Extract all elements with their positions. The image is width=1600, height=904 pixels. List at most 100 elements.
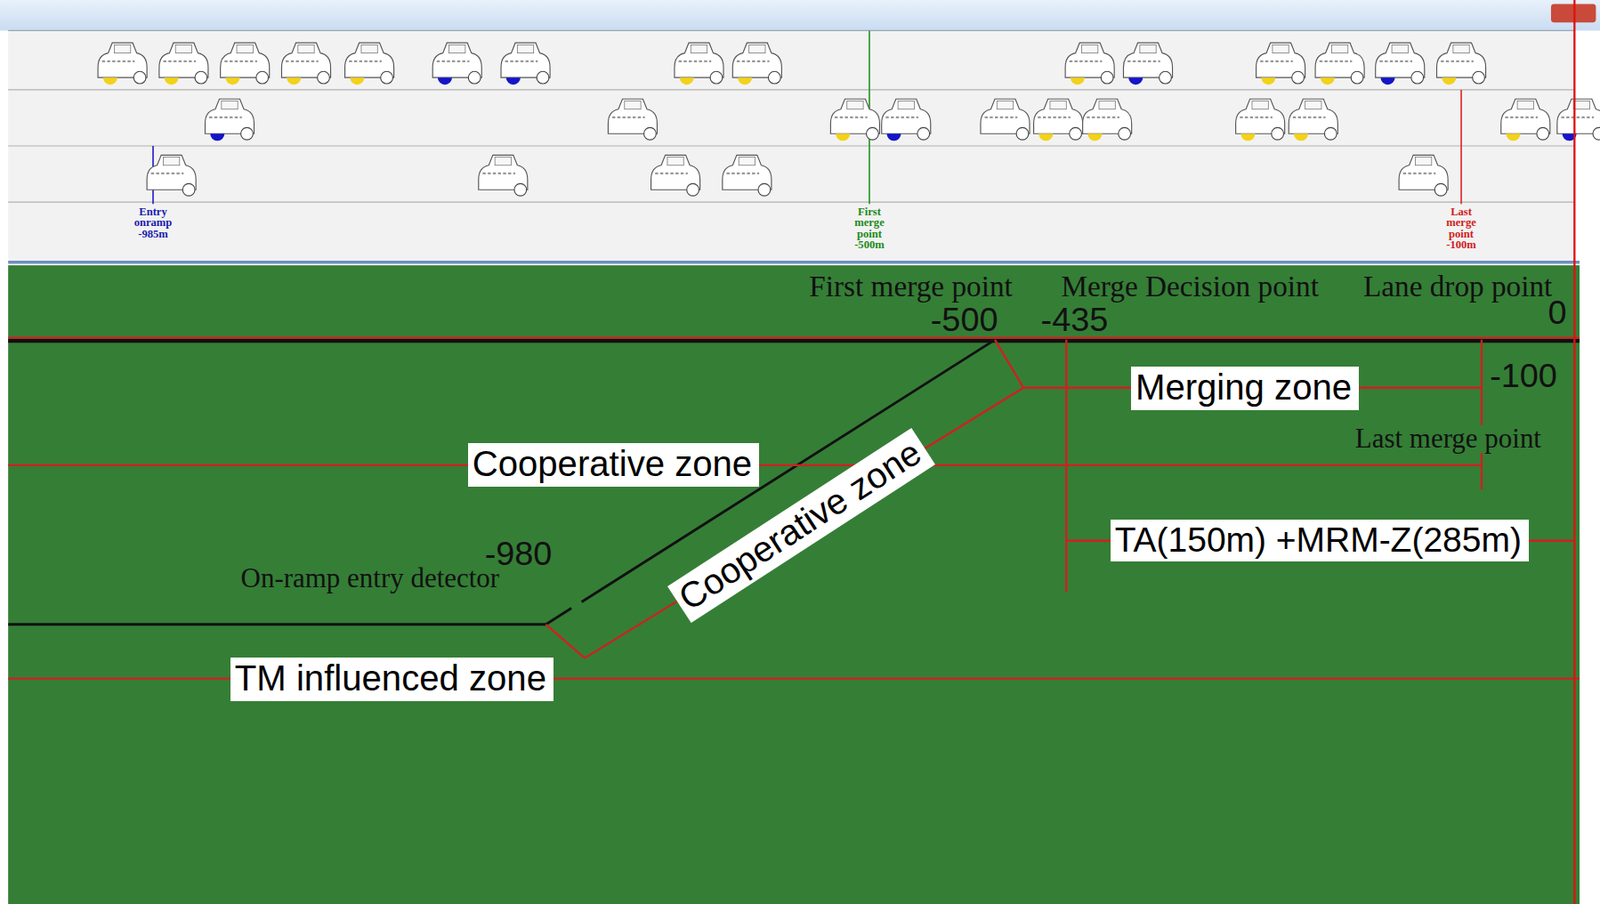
vehicle-wheel xyxy=(710,71,723,84)
green-ground xyxy=(8,265,1580,904)
vehicle-wheel xyxy=(380,71,394,84)
diagram-label: 0 xyxy=(1548,296,1568,331)
vehicle-wheel xyxy=(1350,71,1364,84)
vehicle-status xyxy=(835,133,850,141)
vehicle-icon xyxy=(1123,42,1172,85)
zone-label-box: Merging zone xyxy=(1131,366,1359,411)
vehicle-wheel xyxy=(866,127,880,140)
vehicle-wheel xyxy=(133,71,146,84)
diagram-label: -435 xyxy=(1041,303,1109,338)
vehicle-window xyxy=(749,44,766,53)
vehicle-window xyxy=(175,44,192,53)
zone-label-box: TM influenced zone xyxy=(230,657,554,702)
vehicle-wheel xyxy=(256,71,269,84)
vehicle-icon xyxy=(881,98,931,141)
vehicle-detail xyxy=(1239,116,1273,119)
vehicle-icon xyxy=(980,98,1030,140)
vehicle-detail xyxy=(834,116,868,119)
zone-line xyxy=(1065,339,1067,592)
vehicle-icon xyxy=(607,98,657,140)
vehicle-status xyxy=(210,133,225,141)
vehicle-wheel xyxy=(1536,127,1550,140)
vehicle-icon xyxy=(1288,98,1338,141)
vehicle-wheel xyxy=(917,127,930,140)
vehicle-status xyxy=(737,77,752,85)
vehicle-wheel xyxy=(1069,127,1083,140)
vehicle-window xyxy=(162,157,179,166)
vehicle-window xyxy=(1573,101,1590,110)
vehicle-wheel xyxy=(514,183,527,196)
vehicle-window xyxy=(221,101,238,110)
simulation-strip xyxy=(8,30,1575,263)
vehicle-detail xyxy=(209,116,243,119)
vehicle-detail xyxy=(436,60,470,63)
diagram-label: Last merge point xyxy=(1355,425,1542,453)
vehicle-detail xyxy=(1440,60,1474,63)
marker-label: Entry onramp -985m xyxy=(134,206,173,241)
vehicle-icon xyxy=(345,42,395,85)
diagram-label: On-ramp entry detector xyxy=(241,565,501,593)
vehicle-window xyxy=(624,101,641,110)
vehicle-window xyxy=(298,44,315,53)
vehicle-window xyxy=(1252,101,1269,110)
vehicle-wheel xyxy=(317,71,331,84)
vehicle-icon xyxy=(1065,42,1115,85)
vehicle-detail xyxy=(678,60,712,63)
vehicle-icon xyxy=(97,42,147,85)
vehicle-window xyxy=(1139,44,1156,53)
vehicle-window xyxy=(236,44,253,53)
vehicle-icon xyxy=(1082,98,1132,141)
frame-line xyxy=(8,260,1580,264)
vehicle-icon xyxy=(146,154,196,196)
vehicle-status xyxy=(679,77,695,85)
vehicle-detail xyxy=(985,116,1019,119)
vehicle-detail xyxy=(348,60,382,63)
zone-bracket xyxy=(545,624,585,659)
vehicle-status xyxy=(506,77,521,85)
vehicle-wheel xyxy=(1016,127,1029,140)
vehicle-detail xyxy=(1379,60,1413,63)
vehicle-window xyxy=(1517,101,1534,110)
vehicle-detail xyxy=(1069,60,1103,63)
vehicle-wheel xyxy=(194,71,208,84)
vehicle-icon xyxy=(478,154,528,196)
vehicle-status xyxy=(1260,77,1276,85)
vehicle-window xyxy=(738,157,755,166)
marker-label: First merge point -500m xyxy=(854,206,885,251)
vehicle-icon xyxy=(1398,154,1448,196)
vehicle-window xyxy=(690,44,707,53)
last-merge-marker xyxy=(1460,89,1463,204)
vehicle-icon xyxy=(1315,42,1365,85)
vehicle-detail xyxy=(612,116,646,119)
vehicle-window xyxy=(517,44,534,53)
vehicle-status xyxy=(349,77,364,85)
ramp-edge xyxy=(545,607,572,624)
vehicle-detail xyxy=(736,60,770,63)
lane-line xyxy=(8,88,1575,90)
marker-label: Last merge point -100m xyxy=(1446,206,1477,251)
vehicle-detail xyxy=(102,60,136,63)
vehicle-window xyxy=(1414,157,1431,166)
lane-line xyxy=(8,201,1575,203)
vehicle-window xyxy=(361,44,378,53)
vehicle-window xyxy=(1305,101,1322,110)
zone-name: Cooperative zone xyxy=(472,444,755,485)
vehicle-window xyxy=(1391,44,1408,53)
vehicle-icon xyxy=(204,98,254,141)
vehicle-wheel xyxy=(1292,71,1305,84)
vehicle-wheel xyxy=(1118,127,1132,140)
vehicle-window xyxy=(1050,101,1067,110)
vehicle-icon xyxy=(1375,42,1425,85)
vehicle-wheel xyxy=(758,183,771,196)
vehicle-status xyxy=(164,77,179,85)
diagram-label: Merge Decision point xyxy=(1061,271,1319,301)
vehicle-wheel xyxy=(1159,71,1172,84)
vehicle-icon xyxy=(281,42,331,85)
vehicle-wheel xyxy=(182,183,195,196)
vehicle-status xyxy=(437,77,453,85)
vehicle-wheel xyxy=(686,183,700,196)
zone-name: TA(150m) +MRM-Z(285m) xyxy=(1115,520,1525,561)
vehicle-wheel xyxy=(1434,183,1447,196)
vehicle-window xyxy=(897,101,914,110)
vehicle-detail xyxy=(1560,116,1594,119)
